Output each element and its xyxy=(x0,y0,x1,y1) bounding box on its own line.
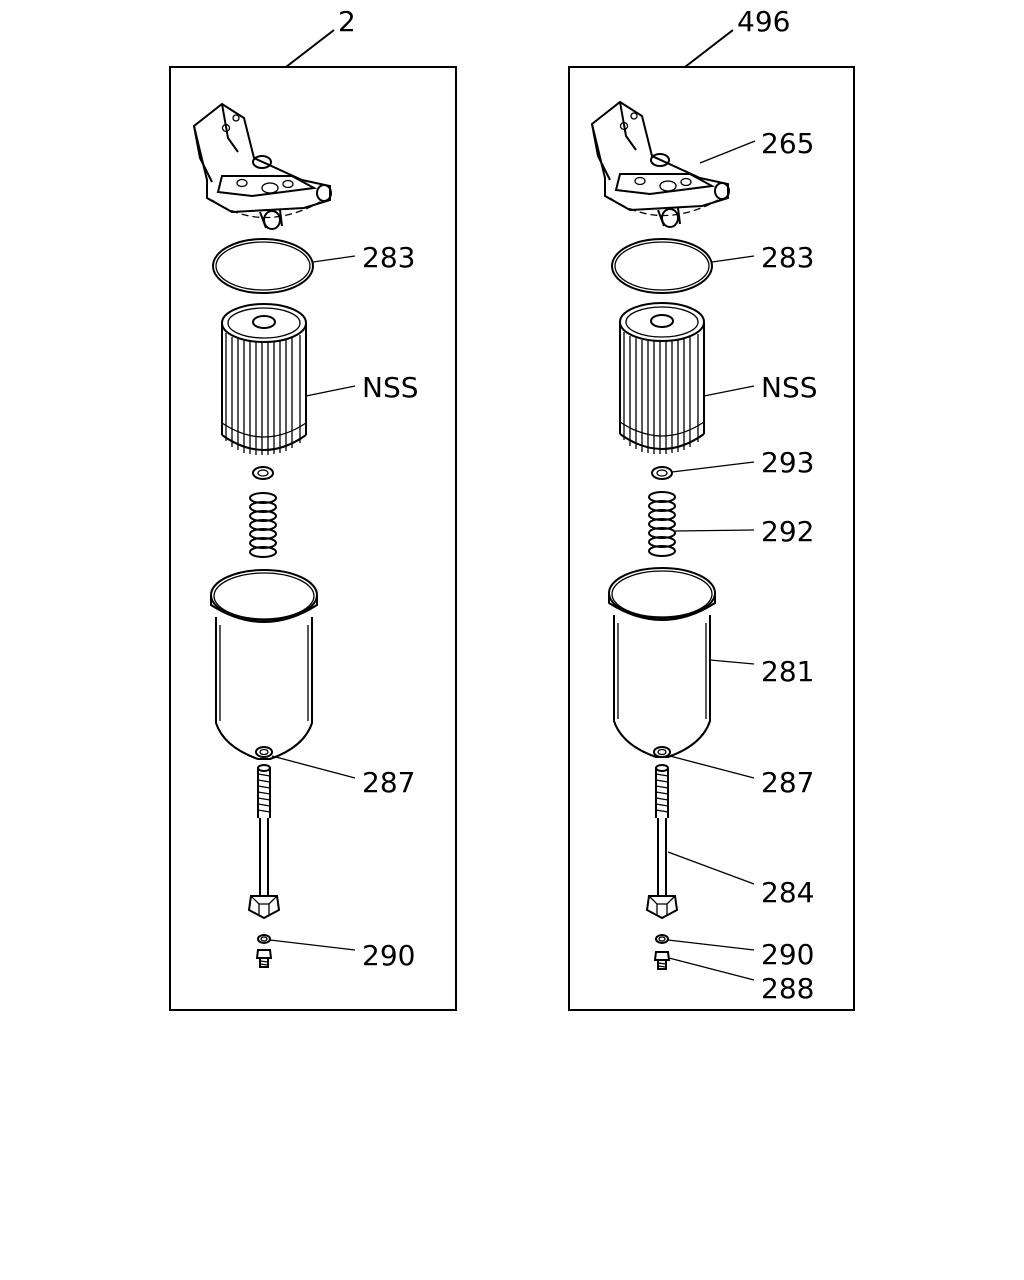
callout-filter-head: 265 xyxy=(761,127,814,160)
drain-plug xyxy=(654,951,670,970)
assembly-number: 496 xyxy=(737,5,790,38)
filter-head xyxy=(591,101,730,228)
center-bolt xyxy=(248,764,280,919)
spring xyxy=(249,492,277,558)
callout-spacer: 293 xyxy=(761,446,814,479)
drain-plug xyxy=(256,949,272,968)
seal-ring xyxy=(653,746,671,758)
callout-seal-ring: 287 xyxy=(362,766,415,799)
spacer-washer xyxy=(651,466,673,480)
center-bolt xyxy=(646,764,678,919)
callout-washer: 290 xyxy=(362,939,415,972)
assembly-panel-right: 496 265 283 NSS 293 292 281 287 284 290 … xyxy=(568,5,855,1011)
filter-bowl xyxy=(210,569,318,760)
assembly-number: 2 xyxy=(338,5,356,38)
callout-spring: 292 xyxy=(761,515,814,548)
assembly-panel-left: 2 283 NSS 287 290 xyxy=(169,5,457,1011)
filter-bowl xyxy=(608,567,716,758)
filter-element xyxy=(619,302,705,455)
filter-head xyxy=(193,103,332,230)
callout-filter-element: NSS xyxy=(362,371,419,404)
washer xyxy=(655,934,669,944)
callout-washer: 290 xyxy=(761,938,814,971)
callout-o-ring: 283 xyxy=(362,241,415,274)
callout-filter-element: NSS xyxy=(761,371,818,404)
o-ring xyxy=(611,238,713,294)
o-ring xyxy=(212,238,314,294)
callout-filter-bowl: 281 xyxy=(761,655,814,688)
washer xyxy=(257,934,271,944)
callout-drain-plug: 288 xyxy=(761,972,814,1005)
callout-seal-ring: 287 xyxy=(761,766,814,799)
callout-o-ring: 283 xyxy=(761,241,814,274)
seal-ring xyxy=(255,746,273,758)
spring xyxy=(648,491,676,557)
filter-element xyxy=(221,303,307,456)
spacer-washer xyxy=(252,466,274,480)
callout-center-bolt: 284 xyxy=(761,876,814,909)
